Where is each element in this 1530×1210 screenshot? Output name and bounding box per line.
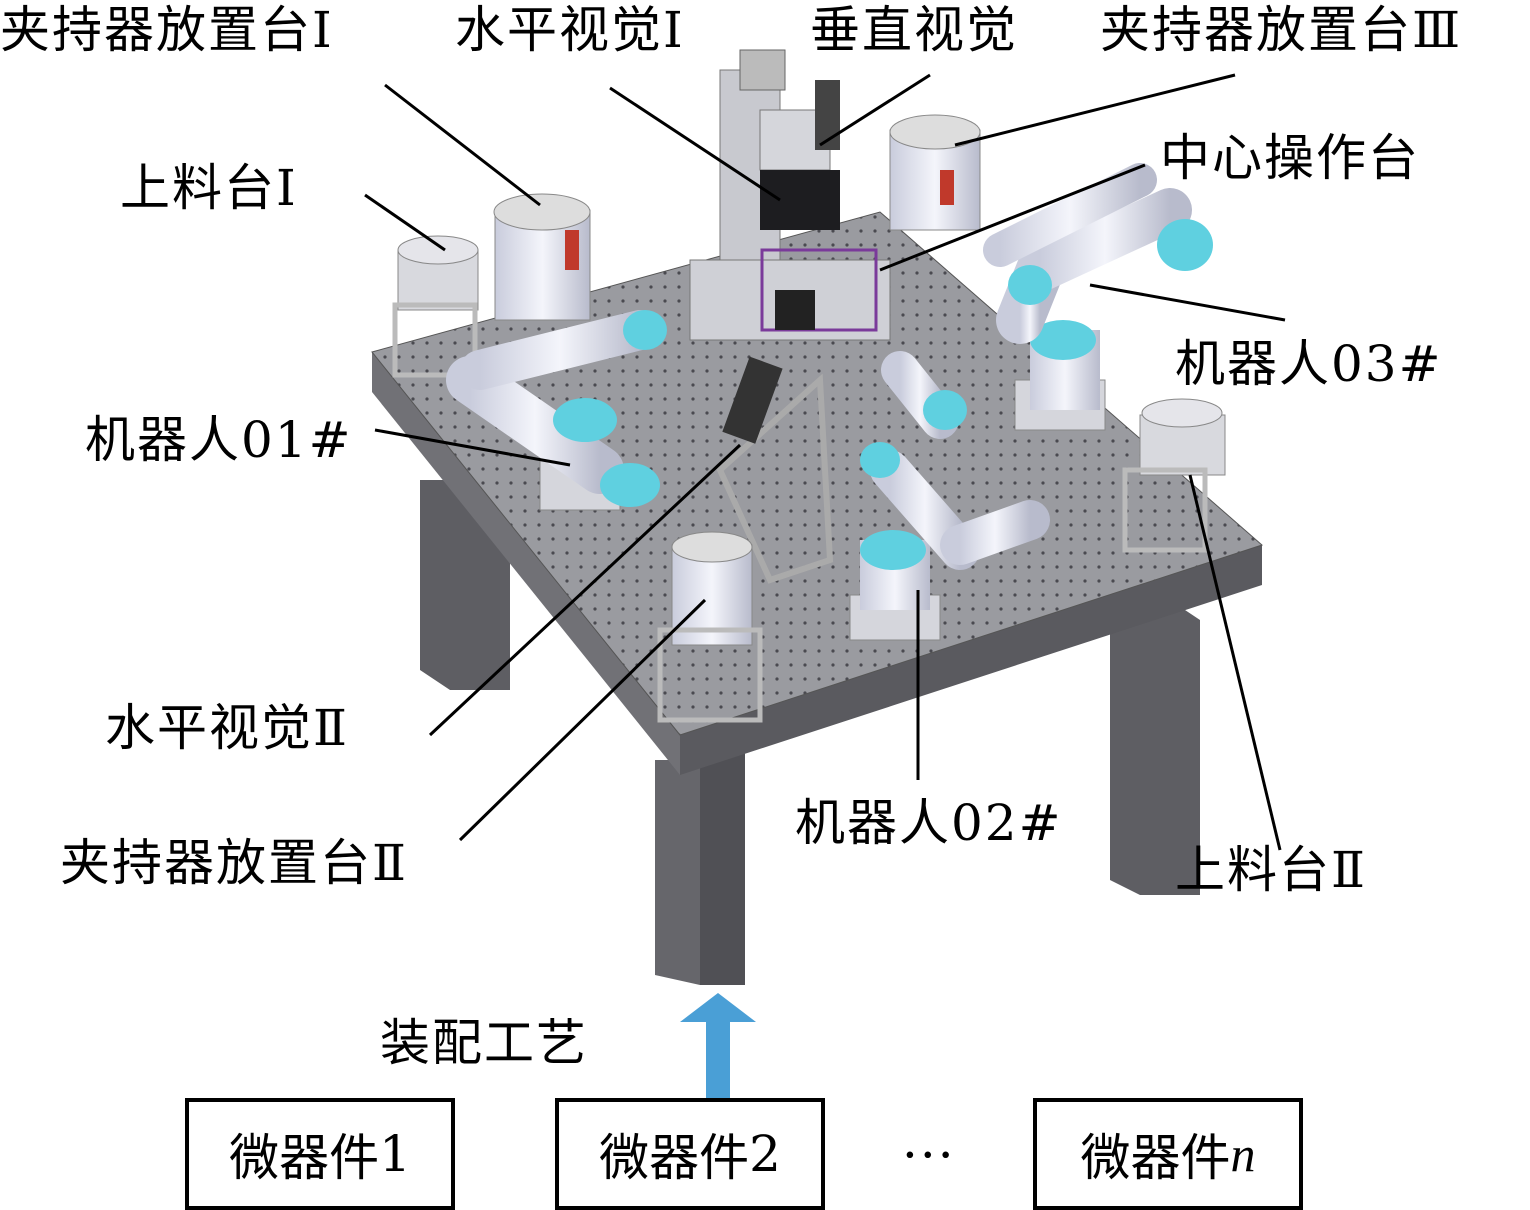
table-legs [420, 480, 1200, 985]
device-box-label: 微器件 [1080, 1129, 1231, 1187]
ellipsis: ··· [902, 1126, 956, 1184]
device-box-index: 2 [749, 1125, 781, 1183]
gripper-stand-1 [493, 193, 591, 321]
horizontal-camera-1 [760, 170, 840, 230]
horizontal-camera-2 [722, 356, 783, 444]
label-horizontal-vision-2: 水平视觉Ⅱ [105, 699, 349, 757]
label-gripper-stand-1: 夹持器放置台Ⅰ [0, 1, 334, 59]
label-gripper-stand-2: 夹持器放置台Ⅱ [60, 834, 408, 892]
label-feeding-table-2: 上料台Ⅱ [1175, 841, 1367, 899]
label-robot-03: 机器人03# [1175, 335, 1443, 393]
gripper-stand-3 [889, 114, 981, 231]
device-box-label: 微器件 [599, 1129, 750, 1187]
vertical-camera [815, 80, 840, 150]
label-center-console: 中心操作台 [1160, 129, 1420, 187]
label-gripper-stand-3: 夹持器放置台Ⅲ [1100, 1, 1463, 59]
device-box-label: 微器件 [229, 1129, 380, 1187]
label-robot-01: 机器人01# [85, 411, 353, 469]
gripper-stand-2 [657, 531, 763, 723]
robot-01 [446, 310, 667, 511]
robot-03 [983, 163, 1213, 431]
label-robot-02: 机器人02# [795, 794, 1063, 852]
leader-lines [364, 73, 1286, 851]
feeding-table-2 [1122, 398, 1226, 553]
device-box-index: n [1230, 1126, 1256, 1182]
label-horizontal-vision-1: 水平视觉Ⅰ [455, 1, 685, 59]
label-feeding-table-1: 上料台Ⅰ [120, 159, 298, 217]
label-vertical-vision: 垂直视觉 [810, 1, 1018, 59]
table-leg-right [1110, 600, 1200, 895]
device-box-index: 1 [379, 1125, 411, 1183]
process-arrow [680, 993, 756, 1098]
center-console-highlight [760, 248, 878, 332]
feeding-table-1 [392, 235, 479, 378]
label-assembly-process: 装配工艺 [380, 1014, 588, 1072]
